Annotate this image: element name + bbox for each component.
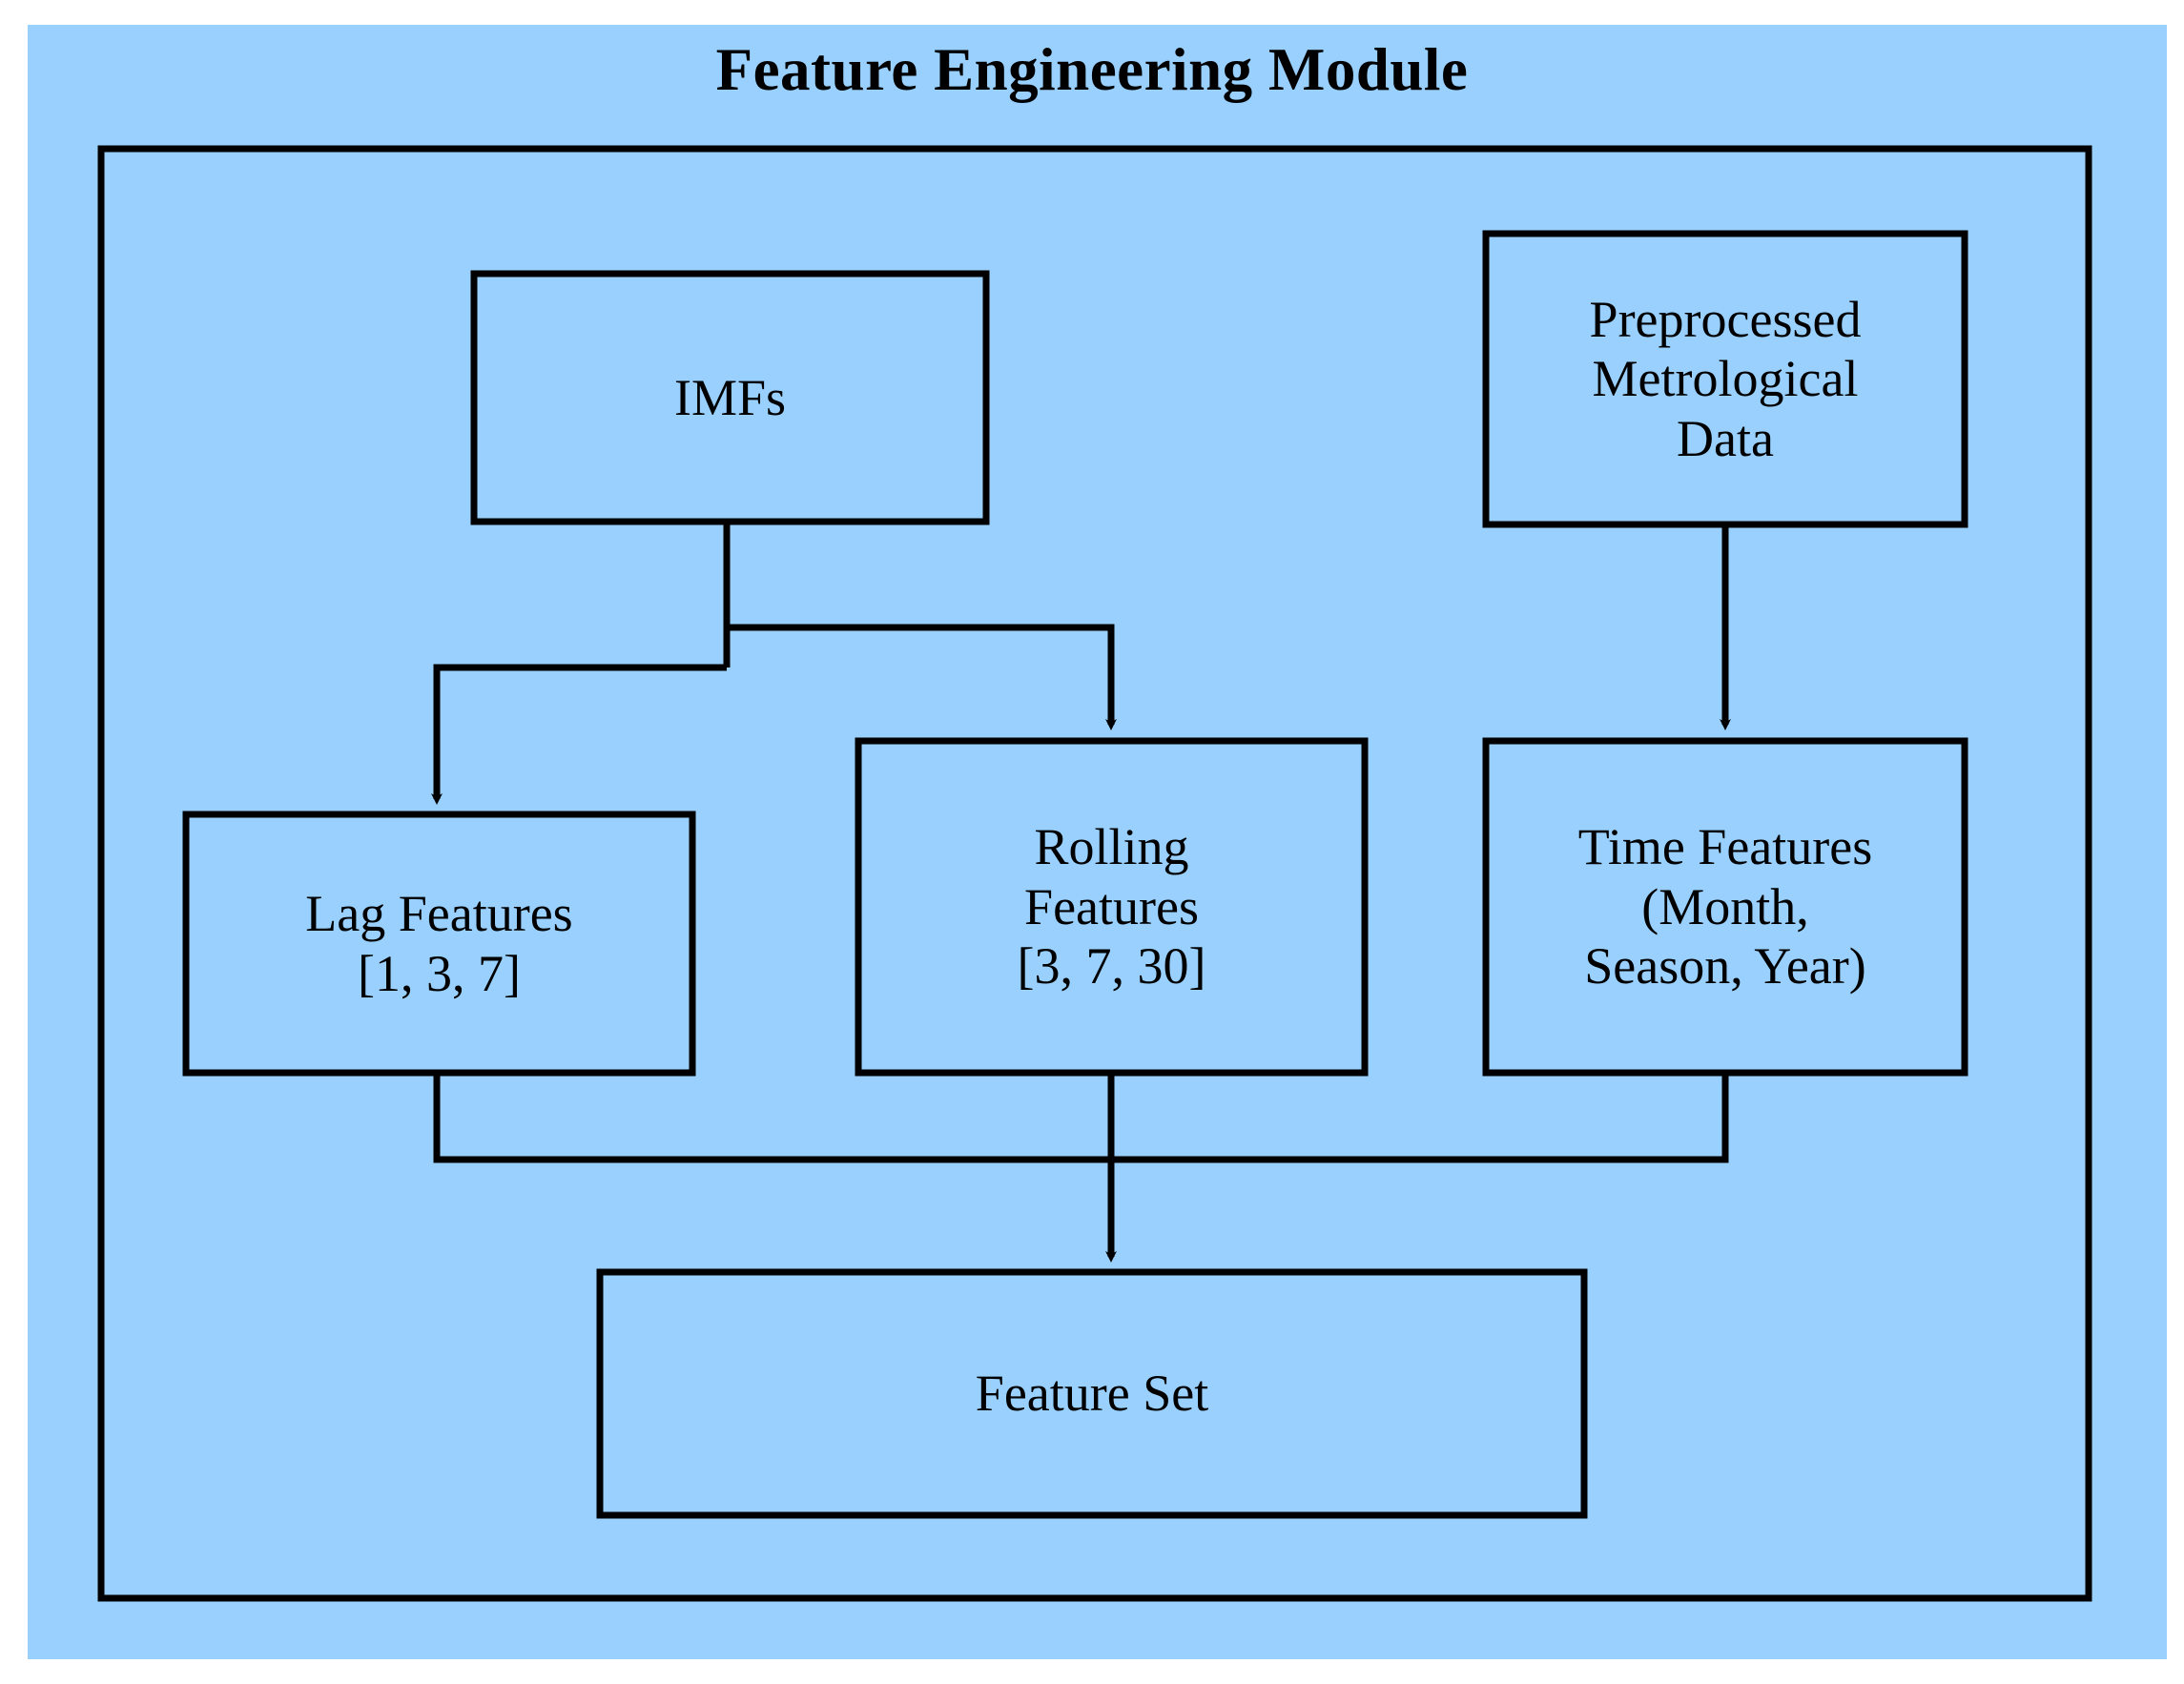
imfs-label: IMFs [673, 368, 787, 426]
rolling-features-label: Rolling Features [3, 7, 30] [1017, 818, 1206, 996]
edge-imfs-to-rolling-features [727, 624, 1117, 730]
page-title: Feature Engineering Module [715, 36, 1469, 103]
edge-time-features-to-merge [1111, 1073, 1729, 1163]
module-frame [97, 145, 2092, 1602]
preprocessed-metrological-data-label: Preprocessed Metrological Data [1589, 290, 1862, 467]
edge-lag-features-to-merge [433, 1073, 1111, 1163]
feature-set-label: Feature Set [975, 1365, 1209, 1423]
imfs-box[interactable] [470, 270, 990, 525]
feature-set-box[interactable] [596, 1268, 1588, 1519]
time-features-label: Time Features (Month, Season, Year) [1577, 818, 1873, 996]
preprocessed-metrological-data-box[interactable] [1482, 230, 1968, 528]
lag-features-label: Lag Features [1, 3, 7] [305, 884, 573, 1002]
edge-imfs-to-lag-features [431, 664, 727, 805]
